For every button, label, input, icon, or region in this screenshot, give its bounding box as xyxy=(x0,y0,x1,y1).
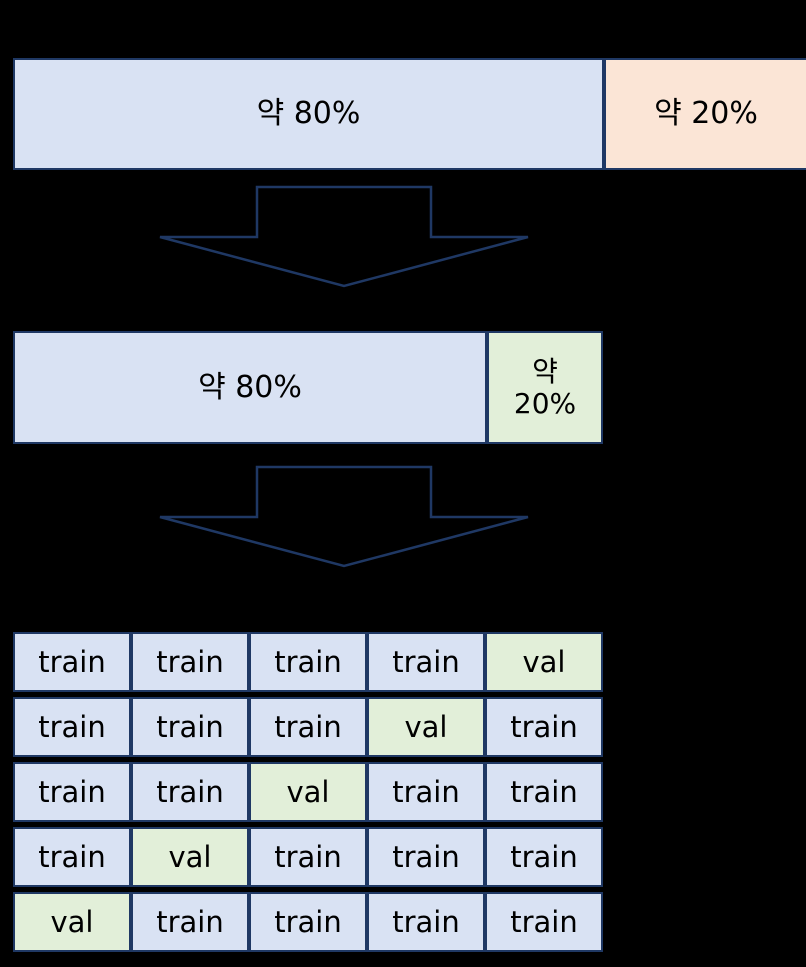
cv-cell-train: train xyxy=(131,762,249,822)
cv-cell-train: train xyxy=(131,892,249,952)
cv-cell-train: train xyxy=(249,697,367,757)
cv-cell-train: train xyxy=(485,892,603,952)
train-val-bar-val-segment: 약 20% xyxy=(487,331,603,444)
cv-cell-val: val xyxy=(131,827,249,887)
cv-cell-train: train xyxy=(367,892,485,952)
cv-cell-val: val xyxy=(485,632,603,692)
cv-cell-train: train xyxy=(131,697,249,757)
cv-cell-val: val xyxy=(13,892,131,952)
cv-cell-val: val xyxy=(367,697,485,757)
train-val-bar-train-segment: 약 80% xyxy=(13,331,487,444)
cv-cell-train: train xyxy=(249,827,367,887)
cv-cell-train: train xyxy=(367,762,485,822)
cv-cell-val: val xyxy=(249,762,367,822)
cv-cell-train: train xyxy=(367,827,485,887)
train-test-bar-test-segment: 약 20% xyxy=(604,58,806,170)
cv-cell-train: train xyxy=(13,697,131,757)
cv-cell-train: train xyxy=(249,892,367,952)
cv-cell-train: train xyxy=(131,632,249,692)
cv-cell-train: train xyxy=(13,827,131,887)
cv-cell-train: train xyxy=(13,632,131,692)
cv-cell-train: train xyxy=(485,827,603,887)
cv-cell-train: train xyxy=(13,762,131,822)
down-block-arrow-icon xyxy=(159,465,529,568)
cv-cell-train: train xyxy=(249,632,367,692)
cv-cell-train: train xyxy=(485,762,603,822)
cv-cell-train: train xyxy=(485,697,603,757)
cv-cell-train: train xyxy=(367,632,485,692)
down-block-arrow-icon xyxy=(159,185,529,288)
train-test-bar-train-segment: 약 80% xyxy=(13,58,604,170)
